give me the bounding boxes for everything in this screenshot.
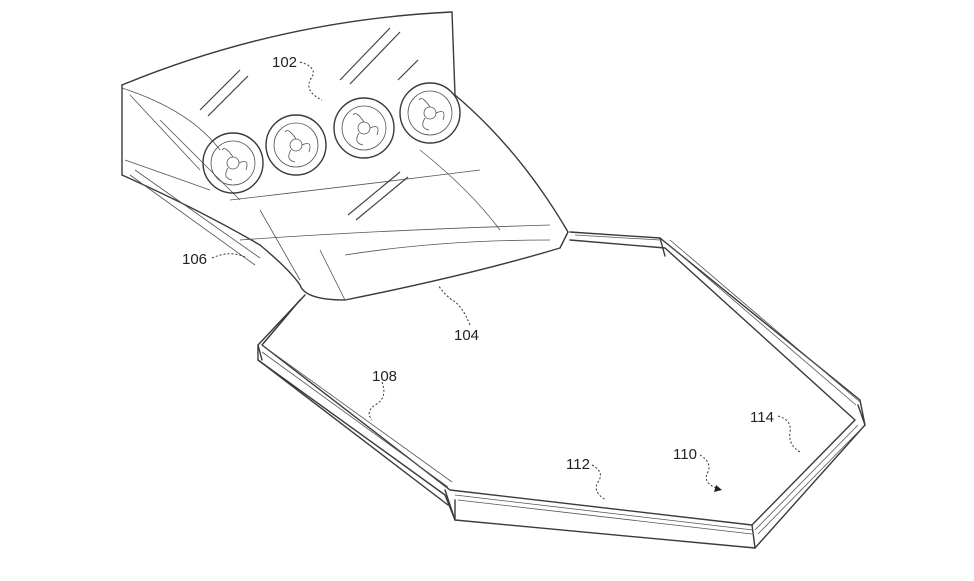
label-106: 106 — [182, 251, 246, 268]
ref-label-108: 108 — [372, 368, 397, 385]
label-112: 112 — [566, 456, 607, 501]
fan-array-102 — [202, 82, 461, 194]
ref-label-106: 106 — [182, 251, 207, 268]
thruster-housing-104 — [121, 11, 569, 301]
label-104: 104 — [437, 284, 479, 344]
label-110: 110 — [673, 446, 722, 492]
ref-label-102: 102 — [272, 54, 297, 71]
arrowhead-icon — [714, 485, 722, 492]
label-102: 102 — [272, 54, 323, 101]
fan-2 — [265, 114, 327, 176]
fan-1 — [202, 132, 264, 194]
ref-label-104: 104 — [454, 327, 479, 344]
platform-110 — [257, 231, 866, 549]
label-108: 108 — [368, 368, 397, 421]
ref-label-114: 114 — [750, 409, 774, 426]
fan-3 — [333, 97, 395, 159]
ref-label-110: 110 — [673, 446, 697, 463]
label-114: 114 — [750, 409, 801, 453]
ref-label-112: 112 — [566, 456, 590, 473]
fan-4 — [399, 82, 461, 144]
